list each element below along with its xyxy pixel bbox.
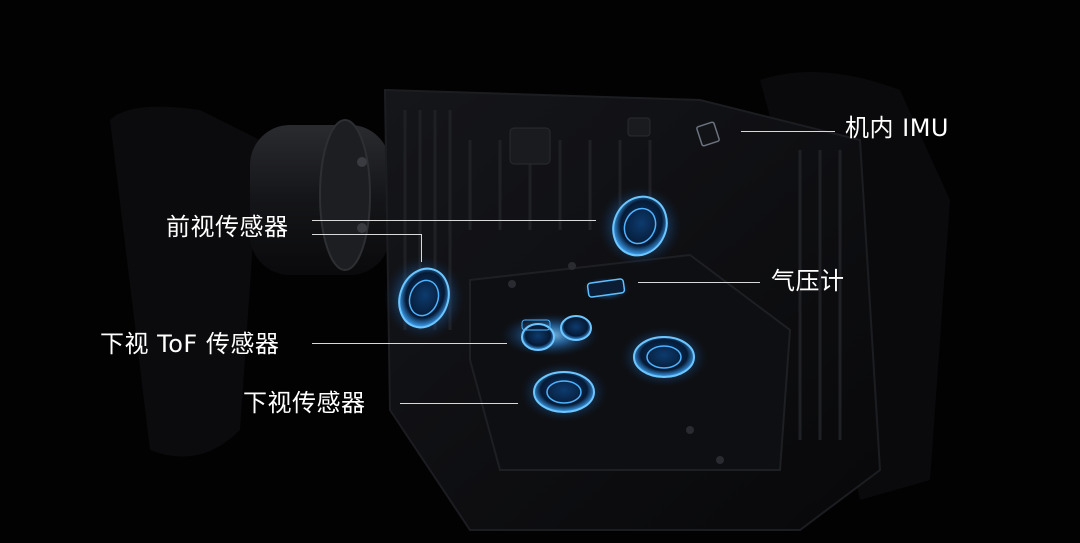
leader-line-front-right	[312, 220, 596, 221]
arm-shape-left	[110, 106, 260, 457]
mount-plate	[509, 127, 551, 165]
down-sensor-right	[620, 327, 708, 387]
down-sensor-left	[520, 362, 608, 422]
gimbal-face	[319, 119, 371, 271]
leader-line-front-left	[312, 234, 422, 235]
leader-line-imu	[741, 131, 835, 132]
imu-chip	[696, 121, 720, 147]
mount-plate	[627, 117, 651, 137]
front-sensor-left	[384, 256, 464, 340]
leader-line-front-left-drop	[421, 234, 422, 262]
label-down-sensor: 下视传感器	[243, 389, 366, 417]
gimbal-screw-icon	[357, 157, 367, 167]
front-sensor-right	[598, 186, 682, 266]
leader-line-barometer	[638, 282, 760, 283]
panel-holes	[508, 262, 724, 464]
label-imu: 机内 IMU	[845, 114, 949, 142]
leader-line-tof	[312, 343, 507, 344]
label-down-tof: 下视 ToF 传感器	[100, 330, 280, 358]
barometer-chip	[582, 277, 630, 301]
tof-sensor	[500, 313, 600, 357]
label-barometer: 气压计	[771, 267, 845, 295]
leader-line-down	[400, 403, 518, 404]
label-front-sensor: 前视传感器	[166, 213, 289, 241]
gimbal-screw-icon	[357, 223, 367, 233]
